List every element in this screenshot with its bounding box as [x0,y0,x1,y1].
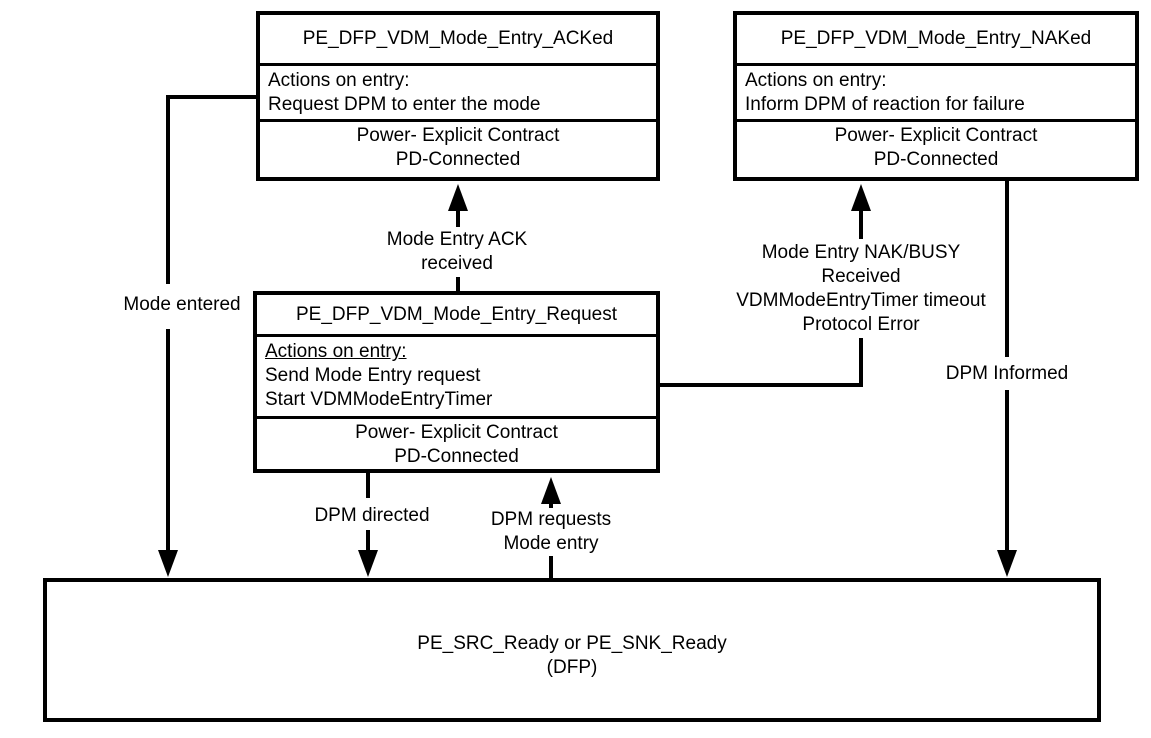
transition-label-nak: Mode Entry NAK/BUSY Received VDMModeEntr… [736,241,986,337]
actions-heading: Actions on entry: [745,70,887,91]
state-box-ready: PE_SRC_Ready or PE_SNK_Ready (DFP) [43,578,1101,722]
transition-line-mode-entered [166,329,170,550]
condition-line: PD-Connected [395,149,521,170]
arrowhead-up-icon [851,184,871,211]
state-title: PE_DFP_VDM_Mode_Entry_NAKed [780,28,1092,49]
transition-line-ack [456,209,460,227]
state-box-request: PE_DFP_VDM_Mode_Entry_Request Actions on… [253,291,660,473]
transition-line-mode-entered [166,95,170,284]
condition-line: Power- Explicit Contract [834,125,1038,146]
transition-line-nak [859,338,863,387]
transition-label-ack: Mode Entry ACK received [386,228,528,276]
transition-line-dpm-informed [1005,181,1009,357]
state-subtitle: (DFP) [546,657,598,678]
transition-line-ack [456,277,460,292]
state-conditions: Power- Explicit Contract PD-Connected [257,416,656,469]
action-line: Send Mode Entry request [265,365,481,387]
state-title: PE_SRC_Ready or PE_SNK_Ready [417,633,727,654]
actions-heading: Actions on entry: [265,341,407,363]
arrowhead-down-icon [358,550,378,577]
transition-line-dpm-directed [366,530,370,550]
arrowhead-up-icon [541,477,561,504]
transition-label-dpm-informed: DPM Informed [945,362,1069,386]
transition-line-dpm-requests [549,502,553,508]
state-box-acked: PE_DFP_VDM_Mode_Entry_ACKed Actions on e… [256,11,660,181]
transition-line-mode-entered [166,95,256,99]
condition-line: PD-Connected [873,149,999,170]
actions-heading: Actions on entry: [268,70,410,91]
state-title: PE_DFP_VDM_Mode_Entry_Request [295,303,618,325]
transition-line-dpm-requests [549,556,553,578]
transition-line-nak [859,209,863,239]
action-line: Inform DPM of reaction for failure [745,94,1025,115]
arrowhead-down-icon [158,550,178,577]
arrowhead-up-icon [448,184,468,211]
arrowhead-down-icon [997,550,1017,577]
state-actions: Actions on entry: Request DPM to enter t… [260,63,656,119]
state-conditions: Power- Explicit Contract PD-Connected [260,119,656,177]
transition-label-dpm-requests: DPM requests Mode entry [490,508,612,556]
transition-label-mode-entered: Mode entered [123,293,241,317]
condition-line: Power- Explicit Contract [356,125,560,146]
state-actions: Actions on entry: Send Mode Entry reques… [257,334,656,416]
state-actions: Actions on entry: Inform DPM of reaction… [737,63,1135,119]
transition-label-dpm-directed: DPM directed [314,504,430,528]
state-title: PE_DFP_VDM_Mode_Entry_ACKed [302,28,614,49]
state-conditions: Power- Explicit Contract PD-Connected [737,119,1135,177]
action-line: Start VDMModeEntryTimer [265,389,493,411]
transition-line-nak [659,383,863,387]
transition-line-dpm-informed [1005,390,1009,550]
transition-line-dpm-directed [366,473,370,498]
action-line: Request DPM to enter the mode [268,94,541,115]
condition-line: PD-Connected [394,446,519,467]
condition-line: Power- Explicit Contract [355,422,558,443]
state-box-naked: PE_DFP_VDM_Mode_Entry_NAKed Actions on e… [733,11,1139,181]
